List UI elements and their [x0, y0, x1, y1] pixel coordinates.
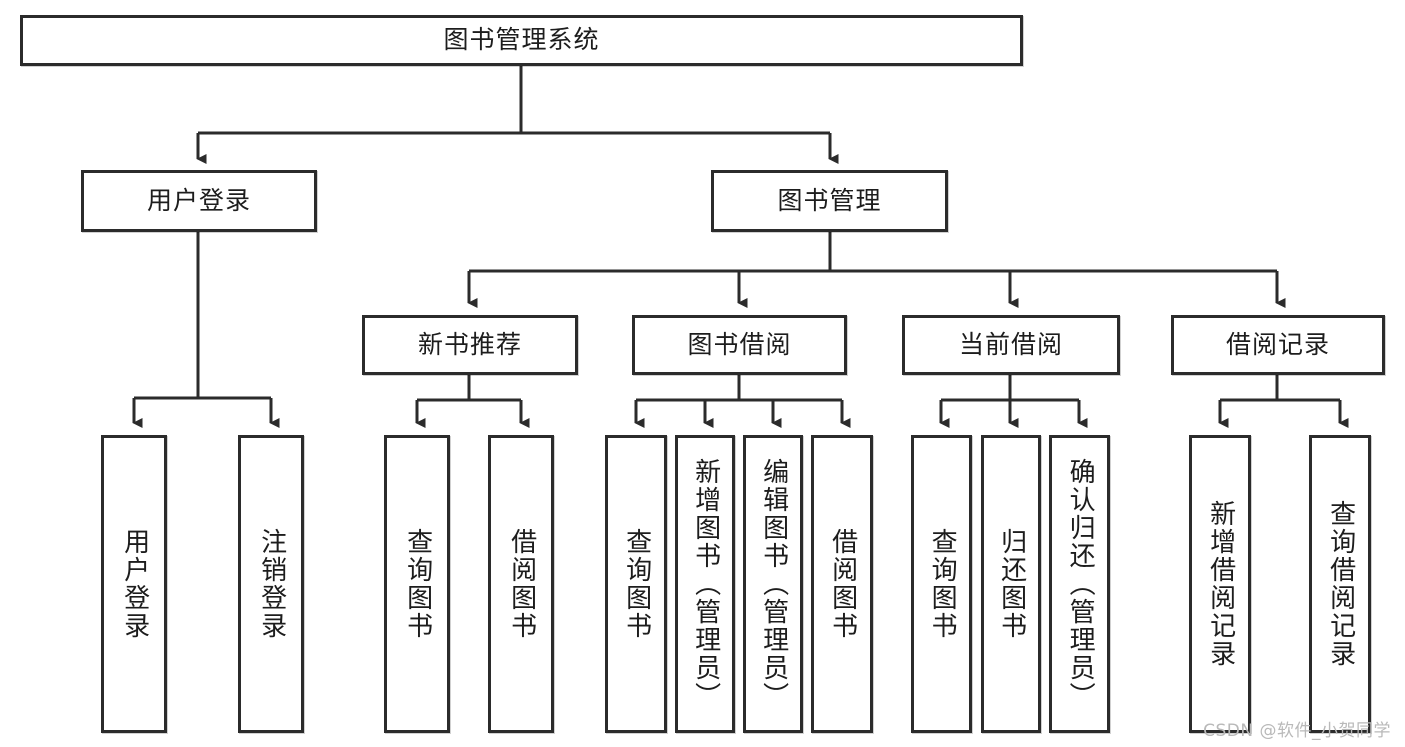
- node-current-borrow-label: 当前借阅: [958, 329, 1063, 359]
- node-new-book-recommend-label: 新书推荐: [417, 329, 522, 359]
- leaf-label: 新增借阅记录: [1205, 500, 1236, 668]
- node-book-borrow[interactable]: 图书借阅: [632, 315, 847, 375]
- leaf-label: 查询借阅记录: [1325, 500, 1356, 668]
- leaf-user-login-1[interactable]: 注销登录: [238, 435, 304, 733]
- leaf-user-login-0[interactable]: 用户登录: [101, 435, 167, 733]
- node-borrow-record-label: 借阅记录: [1225, 329, 1330, 359]
- leaf-current-borrow-1[interactable]: 归还图书: [981, 435, 1041, 733]
- leaf-label: 查询图书: [402, 528, 433, 640]
- leaf-label: 借阅图书: [506, 528, 537, 640]
- leaf-book-borrow-2[interactable]: 编辑图书（管理员）: [743, 435, 803, 733]
- leaf-borrow-record-1[interactable]: 查询借阅记录: [1309, 435, 1371, 733]
- leaf-book-borrow-0[interactable]: 查询图书: [605, 435, 667, 733]
- leaf-new-book-recommend-0[interactable]: 查询图书: [384, 435, 450, 733]
- leaf-current-borrow-2[interactable]: 确认归还（管理员）: [1049, 435, 1110, 733]
- leaf-book-borrow-1[interactable]: 新增图书（管理员）: [675, 435, 735, 733]
- node-borrow-record[interactable]: 借阅记录: [1171, 315, 1385, 375]
- node-user-login[interactable]: 用户登录: [81, 170, 317, 232]
- leaf-label: 归还图书: [996, 528, 1027, 640]
- leaf-label: 注销登录: [256, 528, 287, 640]
- leaf-label: 确认归还（管理员）: [1065, 458, 1096, 710]
- leaf-borrow-record-0[interactable]: 新增借阅记录: [1189, 435, 1251, 733]
- leaf-current-borrow-0[interactable]: 查询图书: [911, 435, 972, 733]
- leaf-label: 借阅图书: [827, 528, 858, 640]
- node-current-borrow[interactable]: 当前借阅: [902, 315, 1120, 375]
- leaf-label: 编辑图书（管理员）: [758, 458, 789, 710]
- node-user-login-label: 用户登录: [146, 185, 251, 215]
- node-root-label: 图书管理系统: [443, 25, 600, 55]
- node-book-manage-label: 图书管理: [777, 185, 882, 215]
- node-book-manage[interactable]: 图书管理: [711, 170, 948, 232]
- node-new-book-recommend[interactable]: 新书推荐: [362, 315, 578, 375]
- node-root[interactable]: 图书管理系统: [20, 15, 1023, 66]
- leaf-book-borrow-3[interactable]: 借阅图书: [811, 435, 873, 733]
- node-book-borrow-label: 图书借阅: [687, 329, 792, 359]
- leaf-label: 用户登录: [119, 528, 150, 640]
- leaf-label: 查询图书: [621, 528, 652, 640]
- leaf-label: 新增图书（管理员）: [690, 458, 721, 710]
- leaf-new-book-recommend-1[interactable]: 借阅图书: [488, 435, 554, 733]
- leaf-label: 查询图书: [927, 528, 958, 640]
- csdn-watermark: CSDN @软件_小贺同学: [1203, 721, 1391, 741]
